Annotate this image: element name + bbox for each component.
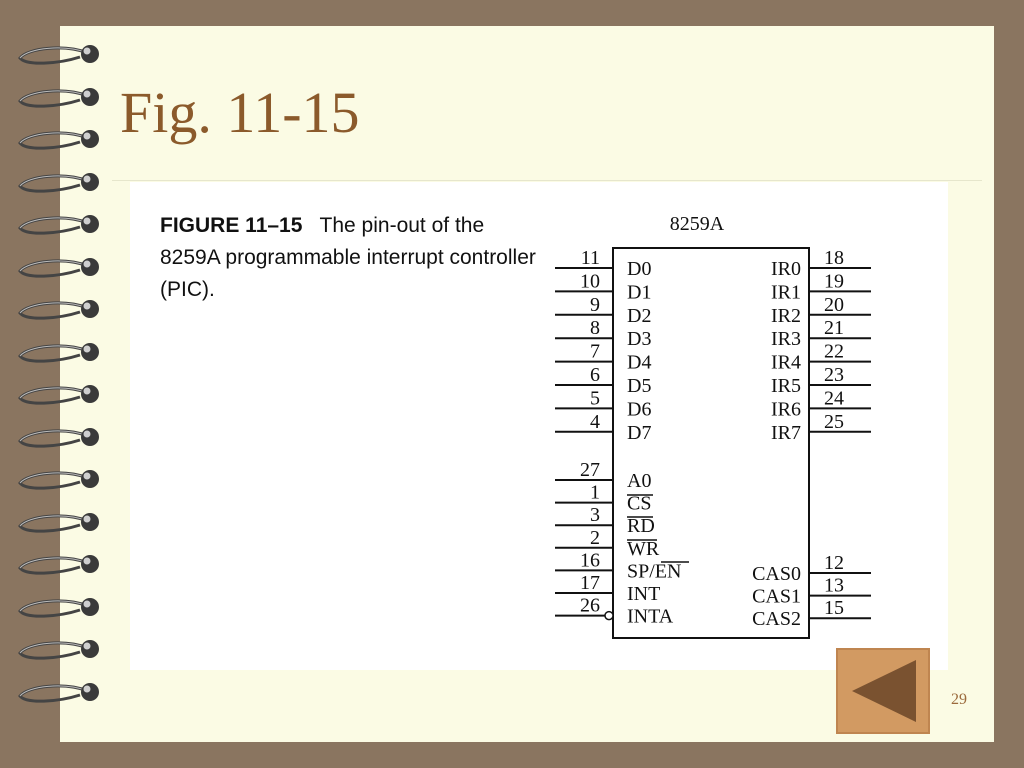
pin-label: CS — [627, 493, 651, 515]
pin-number: 2 — [590, 527, 600, 549]
pin-number: 17 — [580, 572, 600, 594]
pin-label: RD — [627, 515, 655, 537]
spiral-binding-ring-icon — [18, 682, 99, 703]
spiral-binding-ring-icon — [18, 300, 99, 320]
pin-label: IR3 — [771, 328, 801, 350]
pin-number: 7 — [590, 341, 600, 363]
pin-number: 11 — [581, 247, 600, 269]
inversion-bubble — [604, 610, 614, 621]
page-number: 29 — [951, 691, 967, 708]
pin-number: 6 — [590, 364, 600, 386]
spiral-binding-ring-icon — [18, 87, 99, 108]
spiral-binding-ring-icon — [18, 130, 99, 150]
pin-label: D5 — [627, 375, 651, 397]
back-arrow-icon — [852, 660, 916, 722]
caption-text: The pin-out of the 8259A programmable in… — [160, 214, 536, 301]
pin-label: D7 — [627, 422, 651, 444]
back-button[interactable] — [836, 648, 930, 734]
pin-number: 21 — [824, 317, 844, 339]
pin-label: D0 — [627, 258, 651, 280]
slide-title: Fig. 11-15 — [120, 80, 360, 145]
spiral-binding-ring-icon — [18, 342, 99, 363]
chip-body — [612, 247, 810, 639]
pin-label: IR4 — [771, 352, 801, 374]
pin-label: D3 — [627, 328, 651, 350]
spiral-binding-ring-icon — [18, 45, 99, 65]
pin-number: 20 — [824, 294, 844, 316]
pin-number: 24 — [824, 387, 844, 409]
pin-label: INT — [627, 583, 660, 605]
pin-number: 8 — [590, 317, 600, 339]
pin-number: 3 — [590, 504, 600, 526]
pin-label: WR — [627, 538, 660, 560]
spiral-binding-ring-icon — [18, 385, 99, 405]
pin-label: IR2 — [771, 305, 801, 327]
pin-number: 25 — [824, 411, 844, 433]
pin-number: 4 — [590, 411, 600, 433]
pin-label: IR0 — [771, 258, 801, 280]
spiral-binding-ring-icon — [18, 512, 99, 533]
pin-number: 9 — [590, 294, 600, 316]
chip-name: 8259A — [670, 213, 725, 235]
pin-number: 22 — [824, 341, 844, 363]
pin-label: A0 — [627, 470, 651, 492]
title-divider — [112, 180, 982, 181]
spiral-binding-ring-icon — [18, 470, 99, 490]
pin-label: D1 — [627, 281, 651, 303]
pin-number: 18 — [824, 247, 844, 269]
pin-number: 16 — [580, 549, 600, 571]
spiral-binding-ring-icon — [18, 427, 99, 448]
figure-image: FIGURE 11–15 The pin-out of the 8259A pr… — [130, 182, 948, 670]
spiral-binding-ring-icon — [18, 172, 99, 193]
spiral-binding-ring-icon — [18, 257, 99, 278]
pin-number: 12 — [824, 552, 844, 574]
pin-number: 15 — [824, 597, 844, 619]
spiral-binding-ring-icon — [18, 640, 99, 660]
pin-label: CAS1 — [752, 586, 801, 608]
spiral-binding-ring-icon — [18, 555, 99, 575]
pin-number: 5 — [590, 387, 600, 409]
pin-label: IR6 — [771, 398, 801, 420]
spiral-binding-ring-icon — [18, 215, 99, 235]
pin-label: SP/EN — [627, 560, 681, 582]
pin-label: D4 — [627, 352, 651, 374]
pin-label: IR7 — [771, 422, 801, 444]
pin-number: 23 — [824, 364, 844, 386]
pin-number: 1 — [590, 482, 600, 504]
pin-number: 26 — [580, 595, 600, 617]
pin-label: CAS0 — [752, 563, 801, 585]
caption-label: FIGURE 11–15 — [160, 214, 303, 237]
pin-number: 10 — [580, 270, 600, 292]
pin-number: 19 — [824, 270, 844, 292]
pin-label: INTA — [627, 606, 674, 628]
pin-label: D6 — [627, 398, 651, 420]
pin-label: CAS2 — [752, 608, 801, 630]
pin-label: IR1 — [771, 281, 801, 303]
pin-number: 27 — [580, 459, 600, 481]
pin-label: D2 — [627, 305, 651, 327]
pin-label: IR5 — [771, 375, 801, 397]
pin-number: 13 — [824, 575, 844, 597]
spiral-binding-ring-icon — [18, 597, 99, 618]
figure-caption: FIGURE 11–15 The pin-out of the 8259A pr… — [160, 210, 540, 306]
